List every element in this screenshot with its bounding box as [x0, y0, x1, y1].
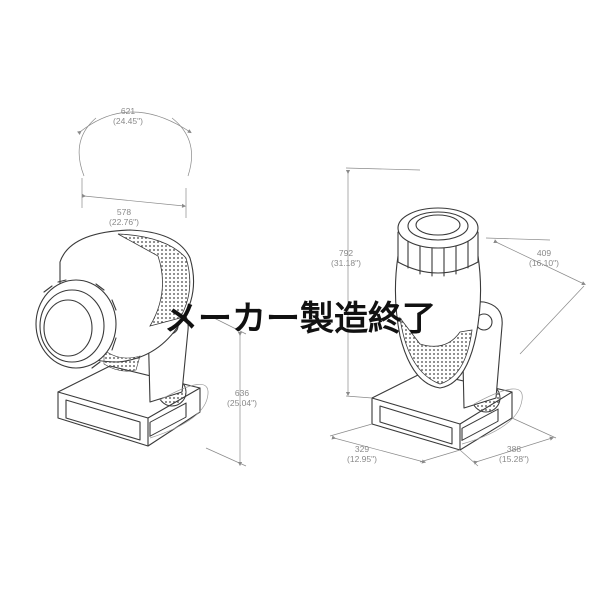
- left-lens-ribs: [43, 279, 117, 369]
- left-tilt-arc-left: [78, 117, 97, 177]
- right-base-right-value: 388: [507, 444, 521, 454]
- right-base-left-value: 329: [355, 444, 369, 454]
- right-height-value-in: (31.18"): [331, 258, 361, 268]
- left-fixture: 621 (24.45") 578 (22.76") 636 (25.04"): [35, 106, 257, 467]
- right-base-right-ext-b: [459, 449, 479, 467]
- right-cable: [461, 388, 523, 445]
- left-head-lower-vents: [103, 349, 141, 372]
- left-height-value-in: (25.04"): [227, 398, 257, 408]
- right-base-right-ext-a: [511, 417, 557, 439]
- right-lens: [407, 211, 469, 241]
- right-base-left-ext-a: [329, 423, 373, 437]
- left-cable: [149, 383, 209, 439]
- left-base-panel: [65, 399, 141, 441]
- left-tilt-arc: [77, 111, 192, 135]
- right-base-left-ext-b: [419, 449, 461, 463]
- right-depth-ext-bottom: [519, 285, 585, 355]
- right-height-value: 792: [339, 248, 353, 258]
- right-depth-value-in: (16.10"): [529, 258, 559, 268]
- right-depth-ext-top: [485, 237, 551, 241]
- discontinued-overlay: メーカー製造終了: [164, 299, 436, 339]
- left-width-value-in: (22.76"): [109, 217, 139, 227]
- left-height-value: 636: [235, 388, 249, 398]
- right-base-panel: [379, 405, 453, 445]
- left-width-value: 578: [117, 207, 131, 217]
- right-base-right-value-in: (15.28"): [499, 454, 529, 464]
- left-height-ext-top: [213, 317, 247, 335]
- left-lens-mid-ring: [39, 289, 105, 363]
- right-lens-inner: [415, 214, 461, 236]
- right-lens-ribs: [407, 239, 469, 277]
- right-base-left-value-in: (12.95"): [347, 454, 377, 464]
- right-base-left-line: [331, 435, 427, 464]
- left-lens: [43, 299, 93, 357]
- right-fixture: 792 (31.18") 409 (16.10") 329 (12.95") 3…: [329, 167, 586, 467]
- right-depth-value: 409: [537, 248, 551, 258]
- right-lens-outer-ring: [397, 207, 479, 249]
- left-tilt-arc-right: [171, 117, 192, 177]
- left-tilt-value-in: (24.45"): [113, 116, 143, 126]
- right-height-ext-bottom: [345, 395, 373, 399]
- right-height-ext-top: [345, 167, 421, 171]
- left-width-line: [81, 193, 187, 208]
- right-head-vents: [399, 316, 473, 385]
- right-base-right-line: [473, 436, 555, 465]
- left-tilt-value: 621: [121, 106, 135, 116]
- left-control-panel: [149, 402, 187, 437]
- left-head-vents: [117, 233, 191, 327]
- right-control-panel: [461, 408, 499, 441]
- right-depth-line: [493, 239, 586, 285]
